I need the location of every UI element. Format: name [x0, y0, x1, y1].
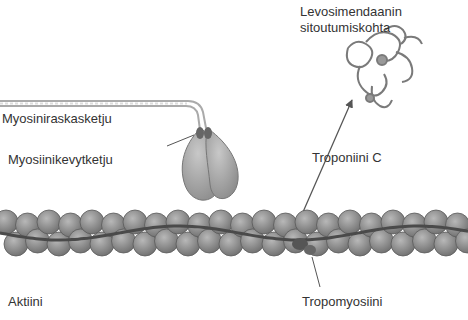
label-text: Myosiinikevytketju	[8, 152, 113, 167]
label-text: Tropomyosiini	[302, 294, 382, 309]
actin-monomer	[80, 210, 104, 234]
actin-monomer	[338, 210, 362, 234]
tropomyosin-strand	[0, 226, 468, 287]
part-label: Aktiini	[8, 294, 108, 310]
troponin-c-structure	[347, 26, 422, 107]
myosin-light-chain	[196, 127, 204, 139]
myosin-head	[167, 127, 238, 200]
part-label: Levosimendaanin sitoutumiskohta	[300, 4, 418, 36]
actin-monomer	[456, 229, 468, 253]
actin-monomer	[424, 210, 448, 234]
label-text: Levosimendaanin sitoutumiskohta	[300, 4, 402, 35]
actin-monomer	[252, 210, 276, 234]
part-label: Tropomyosiini	[302, 294, 442, 310]
actin-monomer	[37, 210, 61, 234]
actin-monomer	[166, 210, 190, 234]
label-text: Troponiini C	[312, 150, 382, 165]
part-label: Troponiini C	[312, 150, 432, 166]
myosin-heavy-chain	[0, 101, 206, 130]
label-text: Aktiini	[8, 294, 43, 309]
actin-monomer	[381, 210, 405, 234]
actin-filament	[0, 210, 468, 256]
actin-monomer	[295, 210, 319, 234]
part-label: Myosiniraskasketju	[2, 111, 162, 127]
label-text: Myosiniraskasketju	[2, 111, 112, 126]
actin-monomer	[0, 210, 18, 234]
part-label: Myosiinikevytketju	[8, 152, 168, 168]
